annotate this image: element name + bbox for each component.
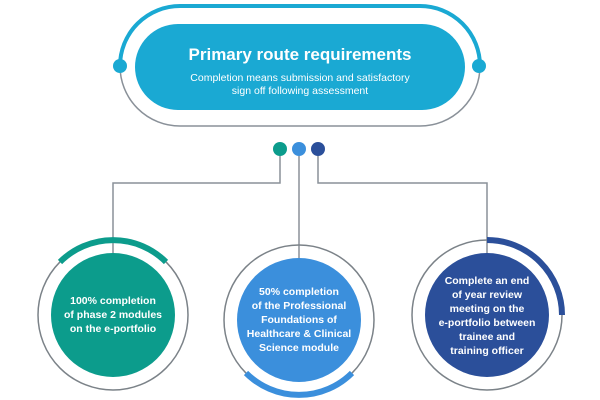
circle-1-arc — [57, 237, 169, 265]
header-left-dot — [113, 59, 127, 73]
header-pill — [135, 24, 465, 110]
requirement-2-text: 50% completion of the Professional Found… — [239, 285, 359, 355]
header-right-dot — [472, 59, 486, 73]
requirement-1-line-3: on the e-portfolio — [69, 323, 157, 335]
connector-left — [112, 156, 281, 255]
requirement-3-line-4: e-portfolio between — [438, 317, 536, 329]
requirement-3-line-5: trainee and — [458, 331, 516, 343]
requirement-2-line-2: of the Professional — [251, 300, 347, 312]
circle-2-fill — [237, 258, 361, 382]
requirement-3-line-2: of year review — [451, 289, 523, 301]
circle-3-arc — [486, 237, 565, 316]
circle-3-fill — [425, 253, 549, 377]
circle-1-fill — [51, 253, 175, 377]
requirement-1-line-2: of phase 2 modules — [63, 309, 163, 321]
connector-dot-navy — [311, 142, 325, 156]
header-subtitle-line-1: Completion means submission and satisfac… — [190, 72, 410, 84]
connector-dot-teal — [273, 142, 287, 156]
requirement-3-line-1: Complete an end — [444, 275, 530, 287]
requirement-2-line-4: Healthcare & Clinical — [246, 328, 352, 340]
requirement-3-line-3: meeting on the — [449, 303, 525, 315]
requirement-1-line-1: 100% completion — [70, 295, 156, 307]
header-subtitle-line-2: sign off following assessment — [231, 85, 369, 97]
requirement-2-line-3: Foundations of — [261, 314, 337, 326]
requirement-3-text: Complete an end of year review meeting o… — [427, 274, 547, 358]
requirement-1-text: 100% completion of phase 2 modules on th… — [58, 294, 168, 336]
connector-dot-blue — [292, 142, 306, 156]
header-outline-top — [118, 3, 482, 67]
requirement-2-line-5: Science module — [259, 342, 339, 354]
circle-2-arc — [243, 370, 355, 398]
header-text: Primary route requirements Completion me… — [150, 44, 450, 98]
header-outline-bottom — [119, 65, 481, 127]
requirement-2-line-1: 50% completion — [259, 286, 339, 298]
connector-right — [317, 156, 488, 255]
requirement-3-line-6: training officer — [450, 345, 524, 357]
header-title: Primary route requirements — [188, 45, 412, 64]
